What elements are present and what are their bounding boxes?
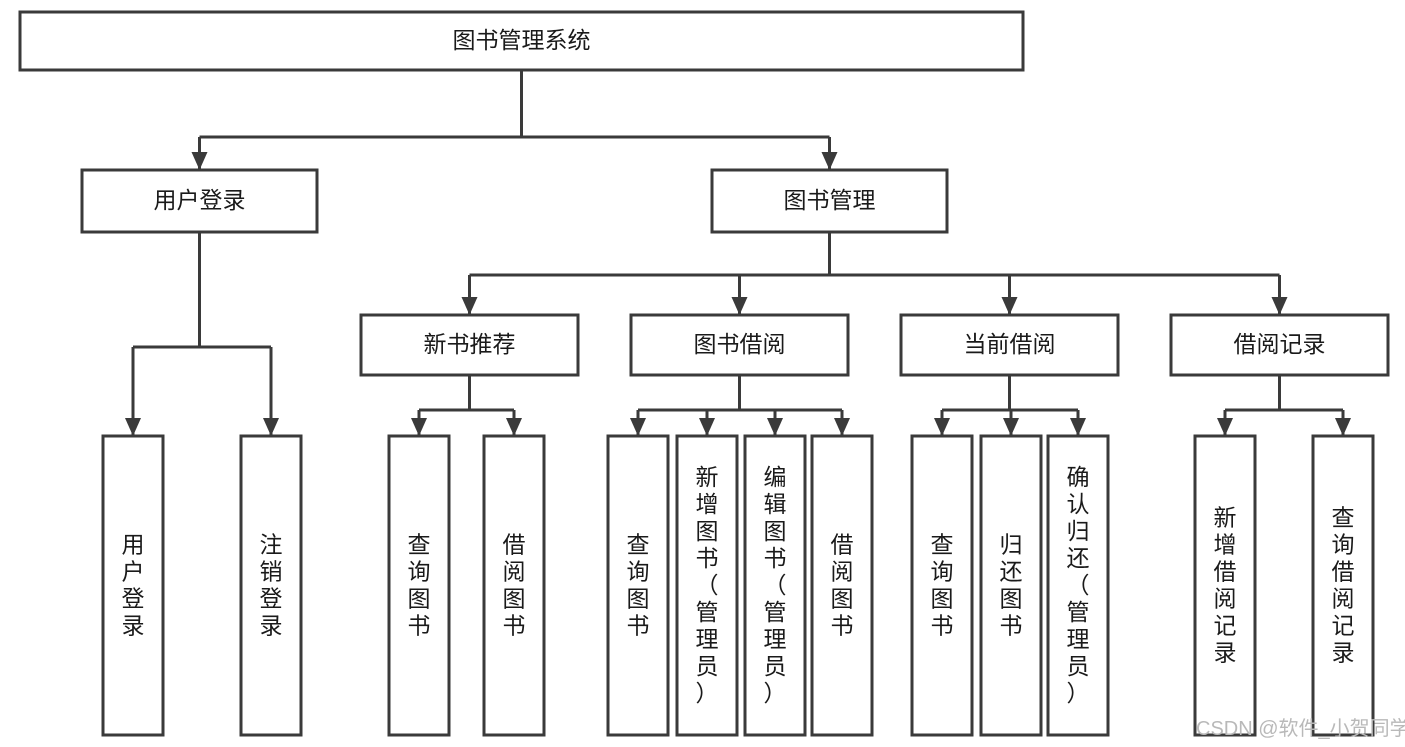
node-current-borrow[interactable]: 当前借阅 xyxy=(899,313,1120,377)
node-book-borrow[interactable]: 图书借阅 xyxy=(629,313,850,377)
node-leaf-query-book-2-label: 查询图书 xyxy=(627,532,650,639)
node-user-login-box[interactable] xyxy=(80,168,319,234)
node-leaf-query-book-3-label: 查询图书 xyxy=(931,532,954,639)
node-leaf-confirm-return-label: 确认归还（管理员） xyxy=(1067,464,1090,706)
node-borrow-record-label: 借阅记录 xyxy=(1234,331,1326,357)
node-new-book-rec-label: 新书推荐 xyxy=(424,331,516,357)
arrow-head-icon xyxy=(699,418,715,436)
node-leaf-query-book-2[interactable]: 查询图书 xyxy=(606,434,670,737)
node-leaf-edit-book-label: 编辑图书（管理员） xyxy=(764,464,787,706)
node-root[interactable]: 图书管理系统 xyxy=(18,10,1025,72)
node-leaf-add-record-label: 新增借阅记录 xyxy=(1214,505,1237,666)
arrow-head-icon xyxy=(1070,418,1086,436)
node-current-borrow-label: 当前借阅 xyxy=(964,331,1056,357)
node-leaf-user-login[interactable]: 用户登录 xyxy=(101,434,165,737)
node-leaf-borrow-book-1-box[interactable] xyxy=(482,434,546,737)
node-root-box[interactable] xyxy=(18,10,1025,72)
node-leaf-add-record[interactable]: 新增借阅记录 xyxy=(1193,434,1257,737)
arrow-head-icon xyxy=(767,418,783,436)
arrow-head-icon xyxy=(731,297,748,315)
edge-layer xyxy=(125,70,1351,436)
node-leaf-query-book-1[interactable]: 查询图书 xyxy=(387,434,451,737)
arrow-head-icon xyxy=(821,152,838,170)
node-borrow-record-box[interactable] xyxy=(1169,313,1390,377)
node-leaf-borrow-book-2-box[interactable] xyxy=(810,434,874,737)
node-leaf-query-book-3-box[interactable] xyxy=(910,434,974,737)
arrow-head-icon xyxy=(125,418,141,436)
node-leaf-edit-book[interactable]: 编辑图书（管理员） xyxy=(743,434,807,737)
arrow-head-icon xyxy=(191,152,208,170)
node-leaf-user-login-label: 用户登录 xyxy=(122,532,145,639)
node-book-borrow-label: 图书借阅 xyxy=(694,331,786,357)
node-book-manage-box[interactable] xyxy=(710,168,949,234)
csdn-watermark: CSDN @软件_小贺同学 xyxy=(1196,717,1405,740)
node-leaf-query-book-1-label: 查询图书 xyxy=(408,532,431,639)
node-leaf-add-book[interactable]: 新增图书（管理员） xyxy=(675,434,739,737)
node-current-borrow-box[interactable] xyxy=(899,313,1120,377)
arrow-head-icon xyxy=(934,418,950,436)
node-leaf-return-book-box[interactable] xyxy=(979,434,1043,737)
arrow-head-icon xyxy=(1335,418,1351,436)
node-leaf-edit-book-box[interactable] xyxy=(743,434,807,737)
arrow-head-icon xyxy=(461,297,478,315)
node-new-book-rec[interactable]: 新书推荐 xyxy=(359,313,580,377)
arrow-head-icon xyxy=(834,418,850,436)
arrow-head-icon xyxy=(630,418,646,436)
node-leaf-borrow-book-2[interactable]: 借阅图书 xyxy=(810,434,874,737)
arrow-head-icon xyxy=(263,418,279,436)
arrow-head-icon xyxy=(1271,297,1288,315)
node-leaf-confirm-return-box[interactable] xyxy=(1046,434,1110,737)
node-leaf-query-book-1-box[interactable] xyxy=(387,434,451,737)
arrow-head-icon xyxy=(1217,418,1233,436)
node-leaf-add-record-box[interactable] xyxy=(1193,434,1257,737)
node-leaf-confirm-return[interactable]: 确认归还（管理员） xyxy=(1046,434,1110,737)
node-leaf-borrow-book-1[interactable]: 借阅图书 xyxy=(482,434,546,737)
node-user-login-label: 用户登录 xyxy=(154,187,246,213)
node-leaf-logout[interactable]: 注销登录 xyxy=(239,434,303,737)
arrow-head-icon xyxy=(411,418,427,436)
node-user-login[interactable]: 用户登录 xyxy=(80,168,319,234)
node-new-book-rec-box[interactable] xyxy=(359,313,580,377)
node-layer: 图书管理系统用户登录图书管理新书推荐图书借阅当前借阅借阅记录用户登录注销登录查询… xyxy=(18,10,1390,737)
node-leaf-return-book[interactable]: 归还图书 xyxy=(979,434,1043,737)
node-leaf-logout-box[interactable] xyxy=(239,434,303,737)
node-leaf-query-record-box[interactable] xyxy=(1311,434,1375,737)
node-book-borrow-box[interactable] xyxy=(629,313,850,377)
node-leaf-borrow-book-2-label: 借阅图书 xyxy=(831,532,854,639)
node-leaf-borrow-book-1-label: 借阅图书 xyxy=(503,532,526,639)
node-root-label: 图书管理系统 xyxy=(453,27,591,53)
node-leaf-return-book-label: 归还图书 xyxy=(1000,532,1023,639)
node-leaf-add-book-box[interactable] xyxy=(675,434,739,737)
node-book-manage-label: 图书管理 xyxy=(784,187,876,213)
node-leaf-add-book-label: 新增图书（管理员） xyxy=(696,464,719,706)
node-leaf-query-record-label: 查询借阅记录 xyxy=(1332,505,1355,666)
node-leaf-user-login-box[interactable] xyxy=(101,434,165,737)
node-leaf-logout-label: 注销登录 xyxy=(260,532,283,639)
arrow-head-icon xyxy=(1003,418,1019,436)
node-leaf-query-book-2-box[interactable] xyxy=(606,434,670,737)
node-leaf-query-book-3[interactable]: 查询图书 xyxy=(910,434,974,737)
arrow-head-icon xyxy=(506,418,522,436)
arrow-head-icon xyxy=(1001,297,1018,315)
node-book-manage[interactable]: 图书管理 xyxy=(710,168,949,234)
node-leaf-query-record[interactable]: 查询借阅记录 xyxy=(1311,434,1375,737)
node-borrow-record[interactable]: 借阅记录 xyxy=(1169,313,1390,377)
